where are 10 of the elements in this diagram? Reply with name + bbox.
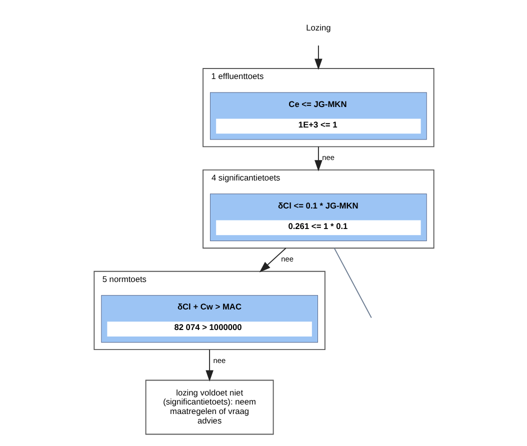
- arrow: [205, 349, 213, 382]
- connector: [333, 248, 372, 318]
- edge-label: nee: [322, 153, 334, 162]
- node-text: Lozing: [306, 22, 330, 33]
- arrow: [314, 146, 322, 172]
- arrow: [258, 248, 286, 272]
- edge-label: nee: [280, 254, 294, 264]
- arrow: [314, 45, 322, 70]
- node-box: lozing voldoet niet (significantietoets): neem maatregelen of vraag advies: [144, 380, 274, 435]
- edge-label: nee: [212, 356, 226, 365]
